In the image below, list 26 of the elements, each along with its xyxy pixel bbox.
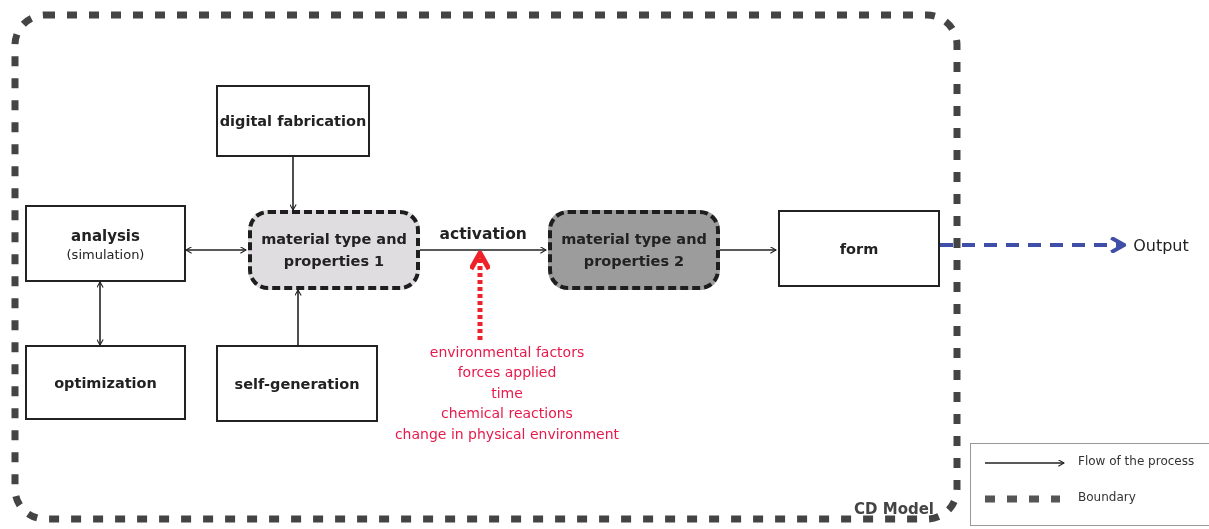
factor-text: chemical reactions xyxy=(441,404,573,424)
process-box xyxy=(25,205,186,282)
process-box: self-generation xyxy=(216,345,378,422)
factor-text: environmental factors xyxy=(429,342,585,362)
arrow xyxy=(719,246,777,254)
box-subtitle: (simulation) xyxy=(66,247,145,262)
factor-text: time xyxy=(491,383,523,403)
legend-label: Boundary xyxy=(1078,490,1136,504)
legend-label: Flow of the process xyxy=(1078,454,1195,468)
material-box: material type and properties 1 xyxy=(248,210,420,290)
arrow xyxy=(940,235,1126,255)
process-box: optimization xyxy=(25,345,186,420)
region-title: CD Model xyxy=(854,499,934,520)
arrow xyxy=(96,281,104,346)
output-label: Output xyxy=(1126,233,1196,257)
process-box: digital fabrication xyxy=(216,85,370,157)
arrow xyxy=(294,289,302,346)
arrow xyxy=(468,250,492,340)
factor-text: change in physical environment xyxy=(394,424,620,444)
factor-text: forces applied xyxy=(457,363,557,383)
material-box: material type and properties 2 xyxy=(548,210,720,290)
process-box: form xyxy=(778,210,940,287)
arrow xyxy=(185,246,247,254)
arrow xyxy=(419,246,547,254)
arrow xyxy=(289,156,297,211)
box-title: analysis xyxy=(71,226,140,247)
